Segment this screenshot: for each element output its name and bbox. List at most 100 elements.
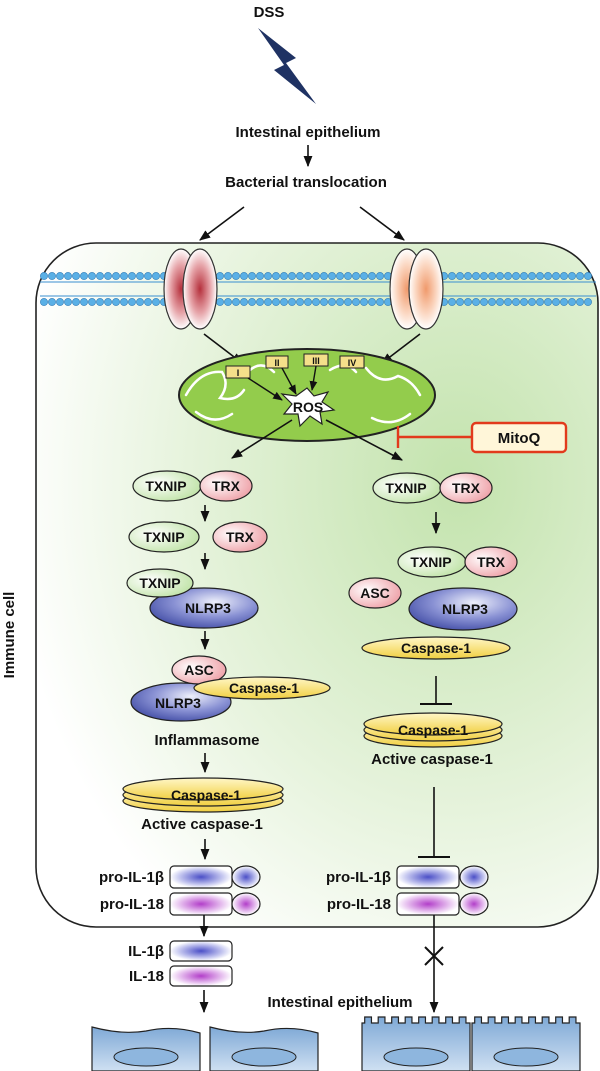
phospholipid-head	[576, 298, 584, 306]
left-trx-free-label: TRX	[226, 529, 255, 545]
phospholipid-head	[584, 272, 592, 280]
phospholipid-head	[64, 298, 72, 306]
phospholipid-head	[584, 298, 592, 306]
right-pro-il1b-label: pro-IL-1β	[326, 869, 391, 886]
phospholipid-head	[480, 298, 488, 306]
left-nlrp3-label: NLRP3	[185, 600, 231, 616]
phospholipid-head	[272, 298, 280, 306]
phospholipid-head	[368, 298, 376, 306]
left-trx-free: TRX	[212, 521, 268, 553]
right-txnip-label: TXNIP	[385, 480, 426, 496]
left-caspase1-label: Caspase-1	[229, 680, 299, 696]
inflammasome-label: Inflammasome	[154, 732, 259, 749]
complex-ii: II	[265, 355, 289, 369]
phospholipid-head	[248, 272, 256, 280]
phospholipid-head	[224, 298, 232, 306]
phospholipid-head	[232, 298, 240, 306]
arrow-complex-iii-to-ros	[309, 365, 318, 391]
phospholipid-head	[456, 272, 464, 280]
phospholipid-head	[56, 272, 64, 280]
left-pro-il18-label: pro-IL-18	[100, 896, 164, 913]
phospholipid-head	[472, 298, 480, 306]
complex-iv-label: IV	[348, 358, 357, 368]
phospholipid-head	[336, 298, 344, 306]
bottom-intestinal-epithelium-label: Intestinal epithelium	[267, 994, 412, 1011]
complex-i: I	[225, 365, 251, 379]
right-nlrp3: NLRP3	[408, 587, 518, 631]
il1b-box	[169, 940, 233, 962]
right-txnip-2-label: TXNIP	[410, 554, 451, 570]
phospholipid-head	[544, 272, 552, 280]
phospholipid-head	[288, 298, 296, 306]
dss-label: DSS	[254, 4, 285, 21]
phospholipid-head	[312, 298, 320, 306]
phospholipid-head	[464, 272, 472, 280]
left-txnip-trx-complex: TXNIP TRX	[132, 470, 253, 502]
phospholipid-head	[144, 298, 152, 306]
right-asc: ASC	[348, 577, 402, 609]
left-txnip-free-label: TXNIP	[143, 529, 184, 545]
phospholipid-head	[560, 272, 568, 280]
phospholipid-head	[320, 272, 328, 280]
phospholipid-head	[304, 272, 312, 280]
phospholipid-head	[224, 272, 232, 280]
phospholipid-head	[40, 298, 48, 306]
phospholipid-head	[136, 272, 144, 280]
left-asc-label: ASC	[184, 662, 214, 678]
phospholipid-head	[272, 272, 280, 280]
phospholipid-head	[536, 272, 544, 280]
left-pro-il1b-label: pro-IL-1β	[99, 869, 164, 886]
phospholipid-head	[520, 298, 528, 306]
il1b-label: IL-1β	[128, 943, 164, 960]
phospholipid-head	[136, 298, 144, 306]
phospholipid-head	[448, 298, 456, 306]
phospholipid-head	[264, 298, 272, 306]
phospholipid-head	[112, 298, 120, 306]
phospholipid-head	[104, 298, 112, 306]
phospholipid-head	[352, 298, 360, 306]
phospholipid-head	[368, 272, 376, 280]
phospholipid-head	[128, 272, 136, 280]
phospholipid-head	[488, 272, 496, 280]
phospholipid-head	[576, 272, 584, 280]
phospholipid-head	[256, 272, 264, 280]
phospholipid-head	[48, 298, 56, 306]
phospholipid-head	[288, 272, 296, 280]
il18-box	[169, 965, 233, 987]
immune-cell-label: Immune cell	[1, 592, 18, 679]
phospholipid-head	[504, 298, 512, 306]
phospholipid-head	[488, 298, 496, 306]
phospholipid-head	[144, 272, 152, 280]
phospholipid-head	[240, 298, 248, 306]
phospholipid-head	[456, 298, 464, 306]
complex-iv: IV	[339, 355, 365, 369]
phospholipid-head	[328, 298, 336, 306]
phospholipid-head	[344, 298, 352, 306]
phospholipid-head	[360, 298, 368, 306]
phospholipid-head	[568, 298, 576, 306]
right-active-caspase1: Caspase-1	[363, 712, 503, 748]
phospholipid-head	[328, 272, 336, 280]
phospholipid-head	[376, 298, 384, 306]
phospholipid-head	[496, 272, 504, 280]
phospholipid-head	[152, 298, 160, 306]
phospholipid-head	[552, 272, 560, 280]
phospholipid-head	[56, 298, 64, 306]
phospholipid-head	[80, 298, 88, 306]
phospholipid-head	[80, 272, 88, 280]
phospholipid-head	[104, 272, 112, 280]
phospholipid-head	[552, 298, 560, 306]
phospholipid-head	[304, 298, 312, 306]
right-nlrp3-label: NLRP3	[442, 601, 488, 617]
phospholipid-head	[264, 272, 272, 280]
left-trx-label: TRX	[212, 478, 241, 494]
phospholipid-head	[72, 272, 80, 280]
phospholipid-head	[520, 272, 528, 280]
phospholipid-head	[120, 272, 128, 280]
complex-iii: III	[303, 353, 329, 367]
phospholipid-head	[240, 272, 248, 280]
phospholipid-head	[40, 272, 48, 280]
phospholipid-head	[360, 272, 368, 280]
right-receptor-channel	[389, 248, 444, 330]
